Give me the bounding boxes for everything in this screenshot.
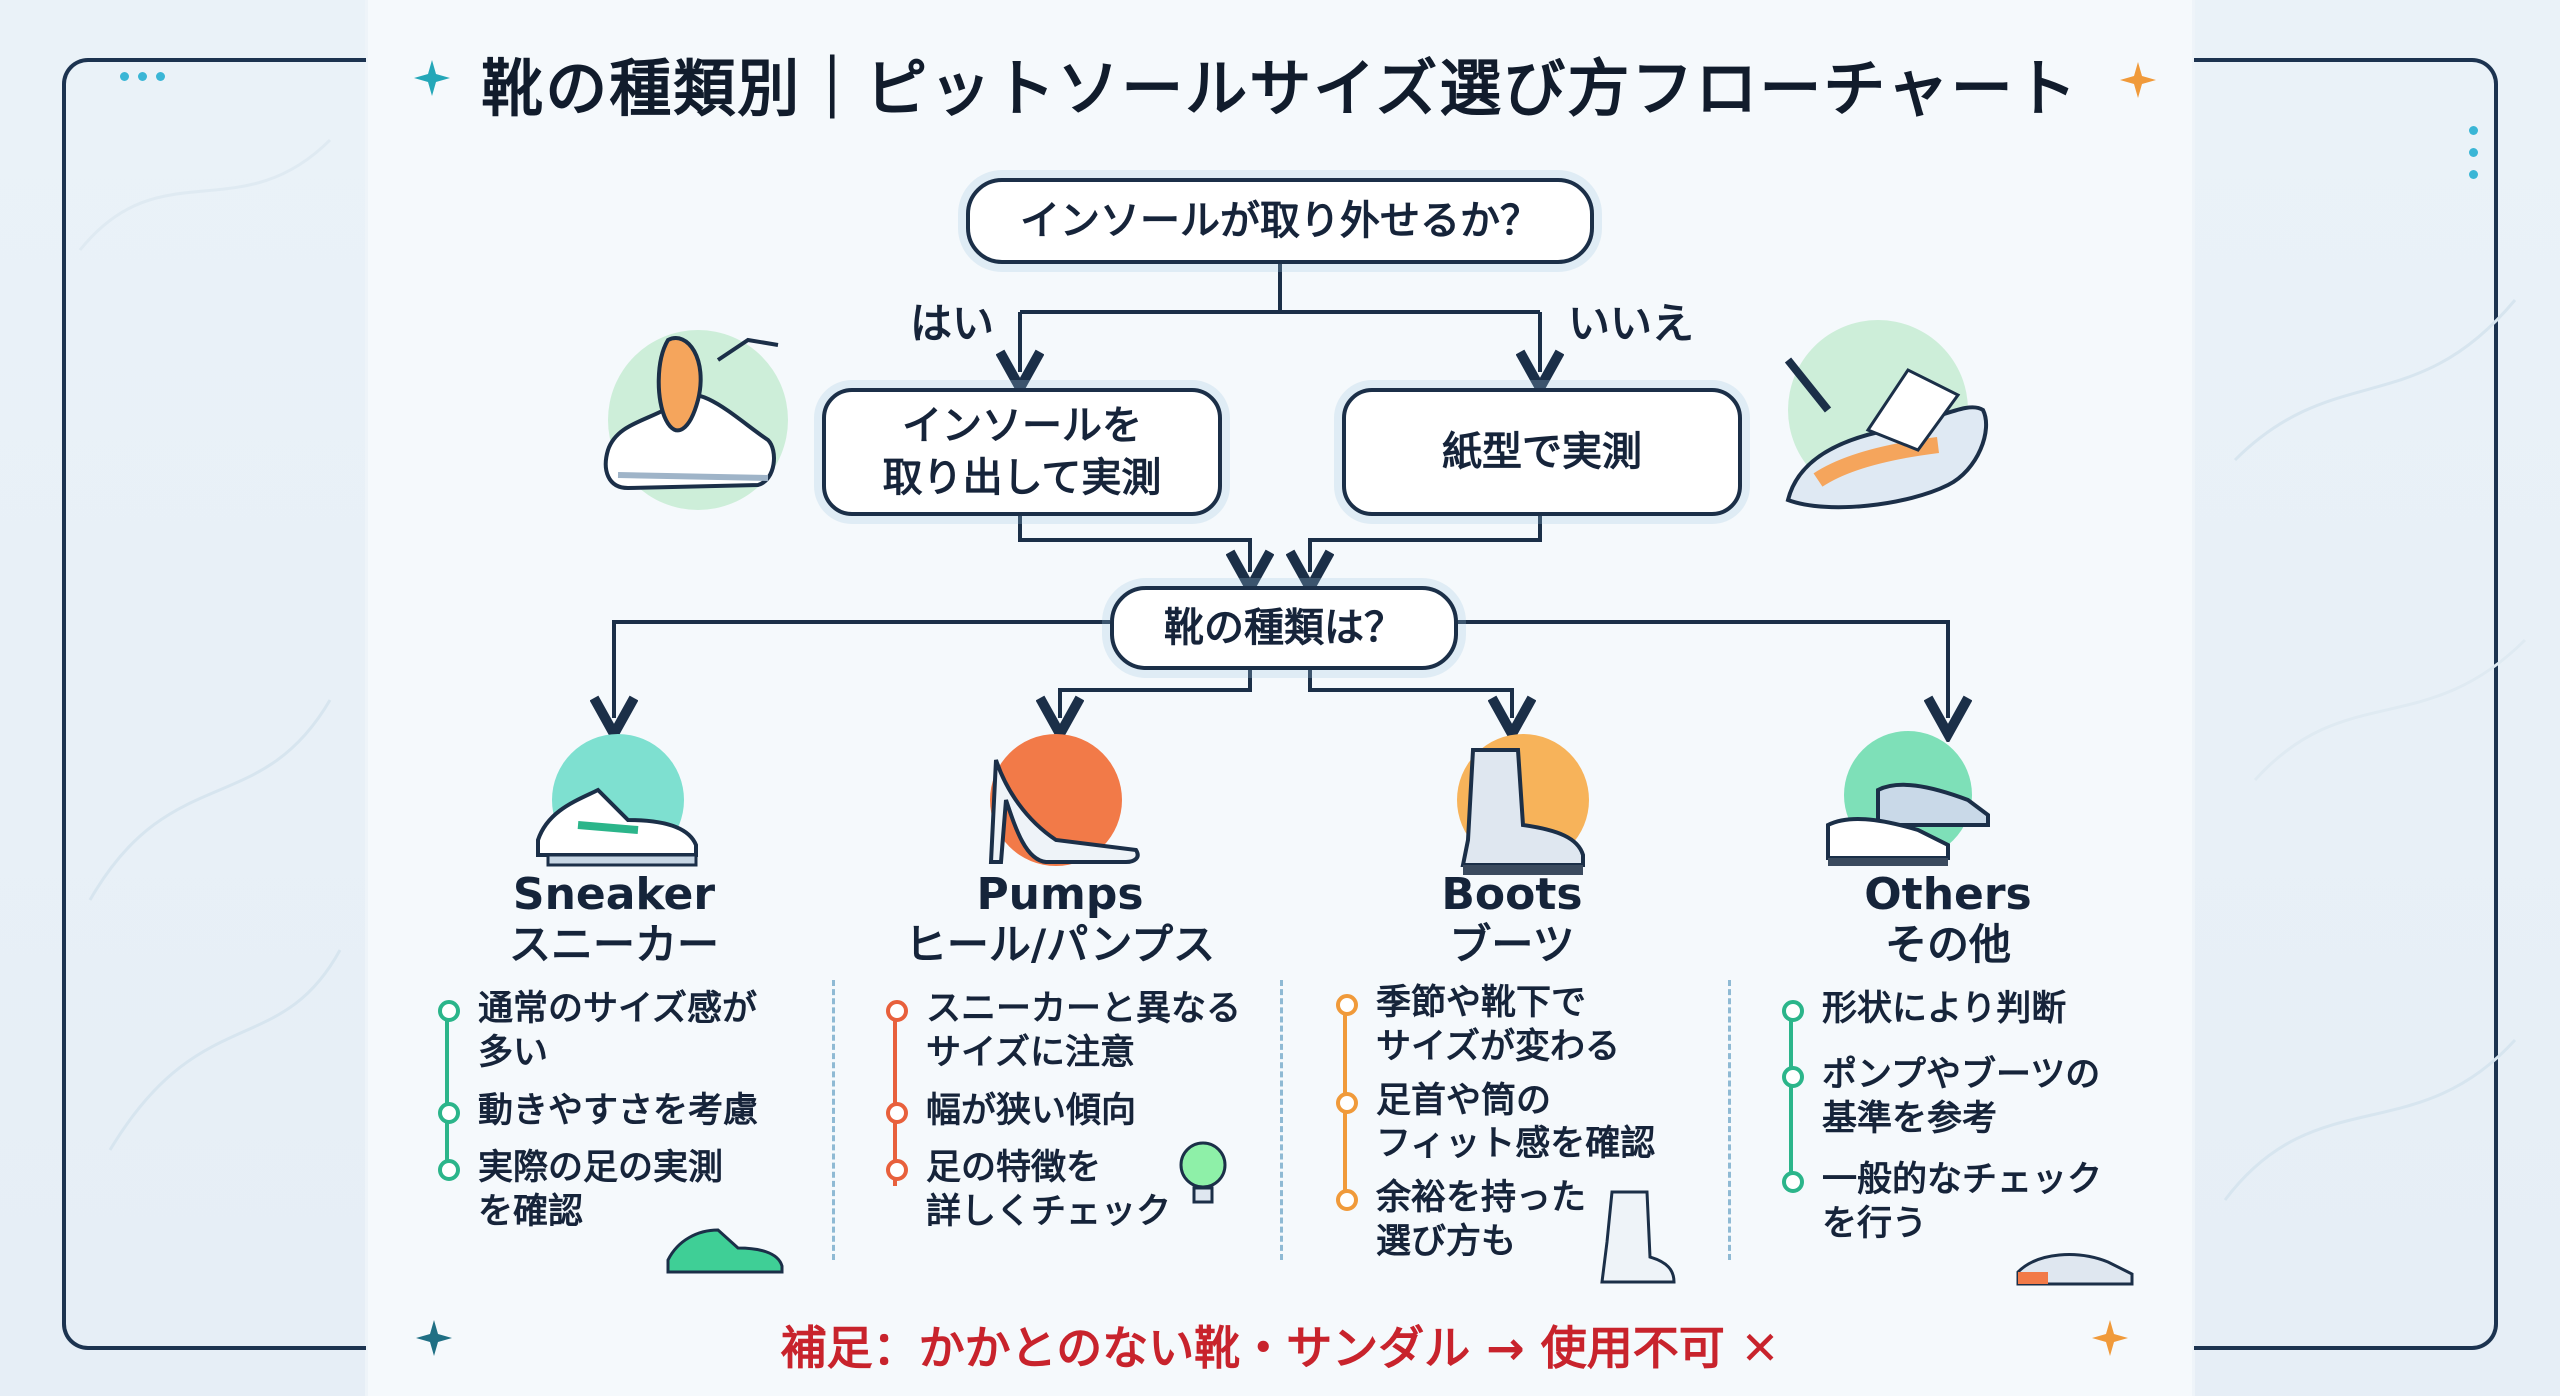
category-ja-label: スニーカー <box>508 919 719 969</box>
others-shoes-icon <box>1826 731 1990 866</box>
bullet-item: 一般的なチェック を行う <box>1782 1159 2142 1247</box>
bullet-item: ポンプやブーツの 基準を参考 <box>1782 1054 2142 1142</box>
node-measure-insole: インソールを 取り出して実測 <box>822 388 1222 516</box>
bullet-text: スニーカーと異なる サイズに注意 <box>926 989 1242 1073</box>
right-wave-decoration <box>2223 299 2527 1201</box>
column-divider <box>1280 980 1283 1260</box>
bullet-item: 動きやすさを考慮 <box>438 1090 798 1134</box>
lightbulb-icon <box>1179 1141 1227 1204</box>
bullet-item: 実際の足の実測 を確認 <box>438 1147 798 1235</box>
small-boot-icon <box>1600 1190 1676 1284</box>
bullet-item: 足首や筒の フィット感を確認 <box>1336 1080 1696 1168</box>
bullet-item: 幅が狭い傾向 <box>886 1090 1246 1134</box>
pumps-bullets: スニーカーと異なる サイズに注意 幅が狭い傾向 足の特徴を 詳しくチェック <box>886 988 1246 1235</box>
bullet-text: 実際の足の実測 を確認 <box>478 1148 724 1232</box>
pumps-icon <box>988 734 1140 866</box>
paper-template-icon <box>1784 320 1989 510</box>
sneaker-bullets: 通常のサイズ感が 多い 動きやすさを考慮 実際の足の実測 を確認 <box>438 988 798 1235</box>
flowchart-connectors <box>368 262 2192 760</box>
bullet-dot <box>1782 1065 1804 1088</box>
category-en-label: Pumps <box>976 869 1144 920</box>
bullet-item: スニーカーと異なる サイズに注意 <box>886 988 1246 1076</box>
question-shoe-type: 靴の種類は？ <box>1110 586 1458 670</box>
bullet-item: 季節や靴下で サイズが変わる <box>1336 982 1696 1070</box>
small-sneaker-icon <box>666 1228 784 1274</box>
no-branch-label: いいえ <box>1568 299 1695 348</box>
bullet-dot <box>1782 1171 1804 1194</box>
bullet-text: 余裕を持った 選び方も <box>1376 1178 1587 1262</box>
category-en-label: Boots <box>1441 869 1583 920</box>
boots-bullets: 季節や靴下で サイズが変わる 足首や筒の フィット感を確認 余裕を持った 選び方… <box>1336 982 1696 1265</box>
bullet-dot <box>438 1101 460 1124</box>
category-title-sneaker: Sneaker スニーカー <box>424 869 804 969</box>
question-shoe-type-text: 靴の種類は？ <box>1164 605 1404 651</box>
sparkle-icon <box>416 1320 452 1356</box>
bullet-text: 動きやすさを考慮 <box>478 1090 759 1131</box>
footnote-warning: 補足：かかとのない靴・サンダル → 使用不可 ✕ <box>780 1321 1780 1375</box>
category-title-boots: Boots ブーツ <box>1322 869 1702 969</box>
category-en-label: Others <box>1864 869 2032 920</box>
sparkle-icon <box>414 60 450 96</box>
bullet-text: 一般的なチェック を行う <box>1822 1160 2103 1244</box>
bullet-text: 形状により判断 <box>1822 989 2067 1029</box>
left-frame-decoration <box>62 58 366 1350</box>
bullet-text: 季節や靴下で サイズが変わる <box>1376 983 1620 1067</box>
category-en-label: Sneaker <box>512 869 716 920</box>
bullet-connector-line <box>445 1008 449 1178</box>
right-frame-decoration <box>2194 58 2498 1350</box>
decor-dot <box>2469 148 2478 157</box>
category-title-pumps: Pumps ヒール/パンプス <box>870 869 1250 969</box>
question-insole-text: インソールが取り外せるか？ <box>1020 198 1540 244</box>
bullet-dot <box>1336 1189 1358 1211</box>
flowchart-panel: 靴の種類別｜ピットソールサイズ選び方フローチャート インソールが取り外せるか？ <box>368 0 2192 1396</box>
bullet-text: 足の特徴を 詳しくチェック <box>926 1148 1172 1232</box>
bullet-text: 幅が狭い傾向 <box>926 1090 1137 1131</box>
decor-dot <box>138 72 147 81</box>
boots-icon <box>1457 734 1589 875</box>
bullet-connector-line <box>893 1008 897 1186</box>
category-ja-label: その他 <box>1884 919 2011 969</box>
question-insole-removable: インソールが取り外せるか？ <box>966 178 1594 264</box>
page-title: 靴の種類別｜ピットソールサイズ選び方フローチャート <box>481 52 2079 125</box>
sneaker-icon <box>536 734 698 867</box>
column-divider <box>1728 980 1731 1260</box>
decor-dot <box>2469 170 2478 179</box>
small-loafer-icon <box>2016 1253 2134 1286</box>
bullet-text: 通常のサイズ感が 多い <box>478 989 757 1073</box>
decor-dot <box>120 72 129 81</box>
decor-dot <box>156 72 165 81</box>
node-paper-template: 紙型で実測 <box>1342 388 1742 516</box>
category-ja-label: ブーツ <box>1449 919 1575 969</box>
category-ja-label: ヒール/パンプス <box>904 919 1216 969</box>
right-decor-panel <box>2194 0 2560 1396</box>
column-divider <box>832 980 835 1260</box>
bullet-dot <box>1336 994 1358 1016</box>
sparkle-icon <box>2092 1320 2128 1356</box>
bullet-dot <box>886 1159 908 1182</box>
category-title-others: Others その他 <box>1758 869 2138 969</box>
measure-insole-text: インソールを 取り出して実測 <box>882 403 1162 501</box>
bullet-dot <box>886 1000 908 1022</box>
decor-dot <box>2469 126 2478 135</box>
paper-template-text: 紙型で実測 <box>1442 429 1642 475</box>
bullet-item: 通常のサイズ感が 多い <box>438 988 798 1076</box>
bullet-dot <box>886 1101 908 1124</box>
bullet-dot <box>1336 1091 1358 1114</box>
bullet-item: 足の特徴を 詳しくチェック <box>886 1147 1246 1235</box>
left-decor-panel <box>0 0 366 1396</box>
yes-branch-label: はい <box>910 299 995 348</box>
bullet-item: 余裕を持った 選び方も <box>1336 1177 1696 1265</box>
bullet-dot <box>1782 1000 1804 1022</box>
others-bullets: 形状により判断 ポンプやブーツの 基準を参考 一般的なチェック を行う <box>1782 988 2142 1247</box>
bullet-dot <box>438 1000 460 1022</box>
left-wave-decoration <box>78 138 342 1151</box>
sparkle-icon <box>2120 62 2156 98</box>
bullet-item: 形状により判断 <box>1782 988 2142 1032</box>
bullet-text: ポンプやブーツの 基準を参考 <box>1822 1054 2101 1139</box>
insole-removal-icon <box>603 330 788 510</box>
bullet-connector-line <box>1789 1008 1793 1188</box>
bullet-text: 足首や筒の フィット感を確認 <box>1376 1080 1656 1165</box>
bullet-dot <box>438 1159 460 1182</box>
